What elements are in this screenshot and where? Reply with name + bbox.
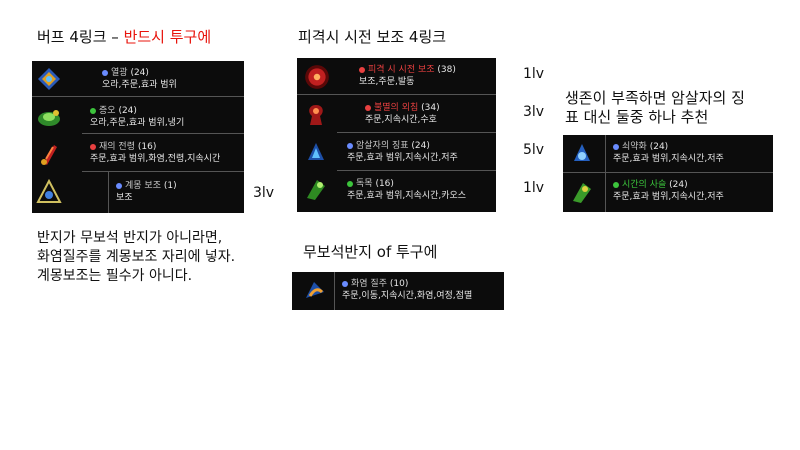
- cwdt-gem-panel: 피격 시 시전 보조 (38) 보조,주문,발동 불멸의 외침 (34) 주문,…: [297, 58, 496, 212]
- gem-level: (24): [130, 68, 149, 78]
- gem-name: 증오: [99, 106, 116, 116]
- unset-ring-panel: 화염 질주 (10) 주문,이동,지속시간,화염,여정,점멸: [292, 272, 504, 310]
- gem-name: 시간의 사슬: [622, 180, 667, 190]
- gem-name: 불멸의 외침: [374, 103, 419, 113]
- gem-level: (34): [421, 103, 440, 113]
- temporal-chains-icon: [569, 179, 595, 205]
- survival-heading-line2: 표 대신 둘중 하나 추천: [565, 108, 709, 126]
- cwdt-level-1: 1lv: [523, 66, 545, 82]
- flame-dash-icon: [302, 278, 328, 304]
- gem-color-dot: [102, 69, 108, 76]
- alt-gem-2[interactable]: 시간의 사슬 (24) 주문,효과 범위,지속시간,저주: [613, 179, 724, 203]
- row-divider: [337, 170, 496, 171]
- gem-tags: 보조: [116, 193, 133, 203]
- note-line-2: 화염질주를 계몽보조 자리에 넣자.: [37, 249, 236, 265]
- cwdt-gem-1[interactable]: 피격 시 시전 보조 (38) 보조,주문,발동: [359, 64, 456, 88]
- gem-level: (24): [411, 141, 430, 151]
- gem-level: (24): [649, 142, 669, 152]
- survival-heading-line1: 생존이 부족하면 암살자의 징: [565, 89, 745, 107]
- buff-gem-3[interactable]: 재의 전령 (16) 주문,효과 범위,화염,전령,지속시간: [90, 141, 220, 165]
- gem-name: 재의 전령: [99, 142, 135, 152]
- buff-heading-highlight: 반드시 투구에: [123, 28, 212, 46]
- row-divider: [563, 172, 773, 173]
- col-divider: [605, 135, 606, 212]
- alt-curse-panel: 쇠약화 (24) 주문,효과 범위,지속시간,저주 시간의 사슬 (24) 주문…: [563, 135, 773, 212]
- buff-gem-4[interactable]: 계몽 보조 (1) 보조: [116, 180, 177, 204]
- cwdt-gem-2[interactable]: 불멸의 외침 (34) 주문,지속시간,수호: [365, 102, 440, 126]
- note-text: 반지가 무보석 반지가 아니라면, 화염질주를 계몽보조 자리에 넣자. 계몽보…: [37, 229, 235, 286]
- gem-color-dot: [365, 104, 371, 111]
- gem-tags: 주문,효과 범위,지속시간,저주: [613, 154, 724, 164]
- gem-tags: 보조,주문,발동: [359, 77, 415, 87]
- gem-color-dot: [90, 107, 96, 114]
- herald-icon: [36, 141, 62, 167]
- poison-icon: [303, 176, 329, 202]
- row-divider: [337, 132, 496, 133]
- gem-color-dot: [347, 142, 353, 149]
- enlighten-level-note: 3lv: [253, 185, 275, 201]
- gem-tags: 주문,효과 범위,지속시간,저주: [613, 192, 724, 202]
- col-divider: [334, 272, 335, 310]
- gem-color-dot: [347, 180, 353, 187]
- buff-gem-2[interactable]: 증오 (24) 오라,주문,효과 범위,냉기: [90, 105, 184, 129]
- row-divider: [82, 133, 244, 134]
- row-divider: [297, 94, 496, 95]
- gem-name: 피격 시 시전 보조: [368, 65, 435, 75]
- gem-name: 독목: [356, 179, 373, 189]
- alt-gem-1[interactable]: 쇠약화 (24) 주문,효과 범위,지속시간,저주: [613, 141, 724, 165]
- gem-tags: 오라,주문,효과 범위,냉기: [90, 118, 185, 128]
- cwdt-level-2: 3lv: [523, 104, 545, 120]
- immortal-call-icon: [303, 102, 329, 128]
- assassins-mark-icon: [303, 140, 329, 166]
- gem-color-dot: [342, 280, 348, 287]
- ring-gem-1[interactable]: 화염 질주 (10) 주문,이동,지속시간,화염,여정,점멸: [342, 278, 472, 302]
- gem-name: 계몽 보조: [125, 181, 161, 191]
- gem-color-dot: [613, 181, 619, 188]
- cwdt-gem-3[interactable]: 암살자의 징표 (24) 주문,효과 범위,지속시간,저주: [347, 140, 458, 164]
- gem-tags: 주문,지속시간,수호: [365, 115, 437, 125]
- gem-color-dot: [116, 182, 122, 189]
- cwdt-icon: [303, 63, 331, 91]
- note-line-3: 계몽보조는 필수가 아니다.: [37, 268, 193, 284]
- buff-heading-prefix: 버프 4링크 –: [37, 28, 124, 46]
- gem-color-dot: [613, 143, 619, 150]
- gem-tags: 오라,주문,효과 범위: [102, 80, 177, 90]
- cast-on-hit-heading: 피격시 시전 보조 4링크: [298, 28, 447, 46]
- gem-level: (16): [137, 142, 157, 152]
- gem-tags: 주문,효과 범위,지속시간,저주: [347, 153, 458, 163]
- enfeeble-icon: [569, 141, 595, 167]
- gem-tags: 주문,효과 범위,지속시간,카오스: [347, 191, 467, 201]
- gem-name: 열광: [111, 68, 128, 78]
- gem-level: (24): [118, 106, 137, 116]
- hatred-icon: [36, 105, 62, 131]
- gem-name: 화염 질주: [351, 279, 387, 289]
- gem-level: (38): [437, 65, 456, 75]
- gem-name: 암살자의 징표: [356, 141, 409, 151]
- gem-tags: 주문,효과 범위,화염,전령,지속시간: [90, 154, 221, 164]
- gem-color-dot: [359, 66, 365, 73]
- cwdt-level-4: 1lv: [523, 180, 545, 196]
- enlighten-icon: [36, 179, 62, 205]
- note-line-1: 반지가 무보석 반지가 아니라면,: [37, 230, 223, 246]
- gem-level: (24): [669, 180, 688, 190]
- row-divider: [32, 96, 244, 97]
- gem-level: (10): [389, 279, 409, 289]
- cwdt-level-3: 5lv: [523, 142, 545, 158]
- gem-name: 쇠약화: [622, 142, 647, 152]
- buff-heading: 버프 4링크 – 반드시 투구에: [37, 26, 211, 47]
- gem-level: (1): [163, 181, 177, 191]
- buff-gem-1[interactable]: 열광 (24) 오라,주문,효과 범위: [102, 67, 177, 91]
- gem-tags: 주문,이동,지속시간,화염,여정,점멸: [342, 291, 473, 301]
- gem-level: (16): [375, 179, 394, 189]
- gem-color-dot: [90, 143, 96, 150]
- col-divider: [108, 171, 109, 213]
- cwdt-gem-4[interactable]: 독목 (16) 주문,효과 범위,지속시간,카오스: [347, 178, 466, 202]
- buff-gem-panel: 열광 (24) 오라,주문,효과 범위 증오 (24) 오라,주문,효과 범위,…: [32, 61, 244, 213]
- arctic-armour-icon: [36, 66, 62, 92]
- row-divider: [82, 171, 244, 172]
- unset-ring-heading: 무보석반지 of 투구에: [303, 243, 438, 261]
